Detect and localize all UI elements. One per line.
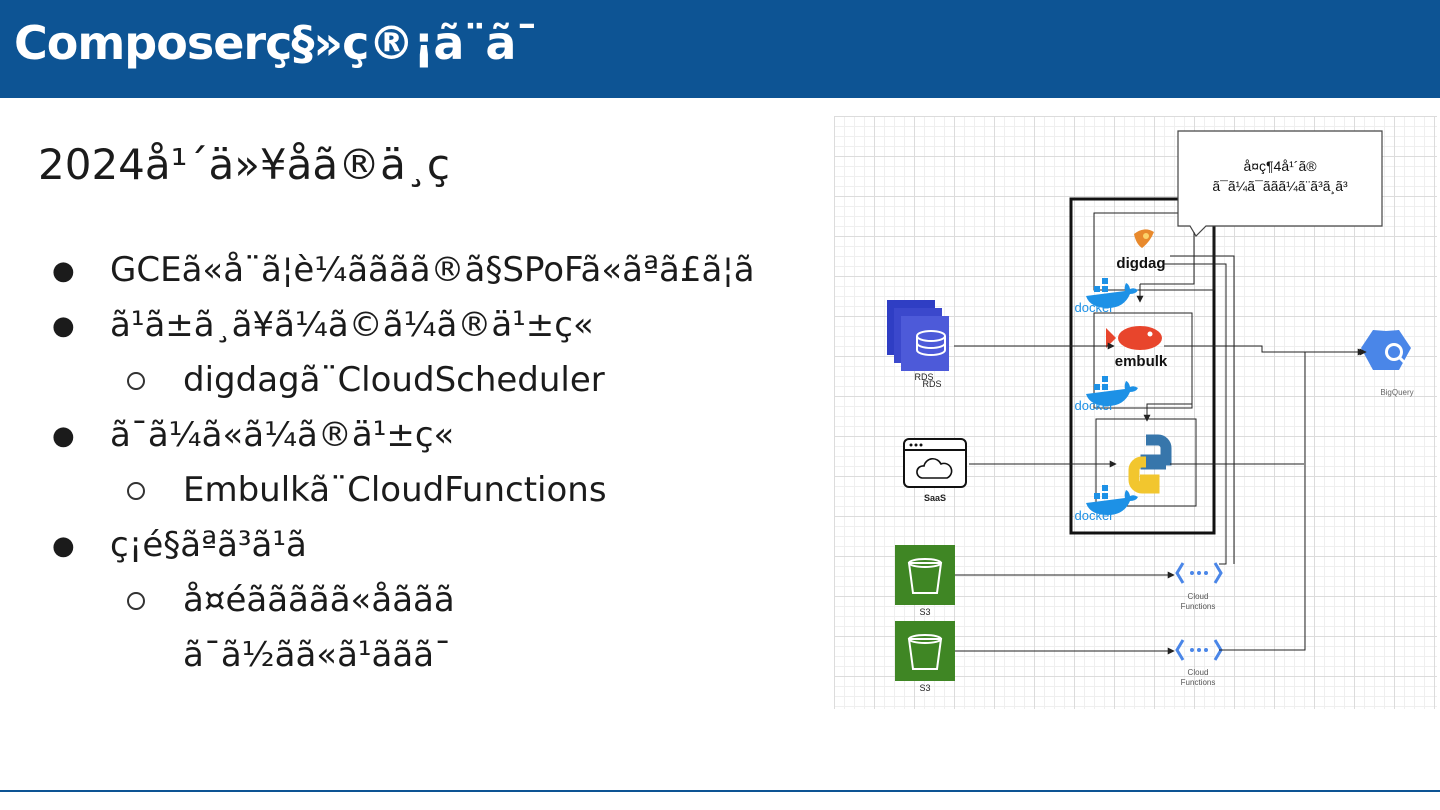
bullet-item: GCEã«å¨ã¦è¼ãããã®ã§SPoFã«ãªã£ã¦ã [110, 250, 755, 290]
sub-bullet-item: Embulkã¨CloudFunctions [183, 470, 607, 510]
docker-label: docker [1074, 398, 1114, 413]
rds-icon [887, 300, 949, 371]
sub-bullet-item: digdagã¨CloudScheduler [183, 360, 605, 400]
s3-label: S3 [919, 607, 930, 617]
sub-bullet-ring [127, 482, 145, 500]
bullet-dot: ● [52, 531, 75, 561]
footer-divider [0, 790, 1440, 792]
bullet-dot: ● [52, 256, 75, 286]
docker-label: docker [1074, 300, 1114, 315]
docker-icon [1086, 485, 1138, 515]
digdag-label: digdag [1116, 255, 1165, 272]
embulk-label: embulk [1115, 353, 1168, 370]
bullet-dot: ● [52, 421, 75, 451]
architecture-diagram: å¤ç¶4å¹´ã® ã¯ã¼ã¯ãã­ã¼ã¨ã³ã¸ã³ digdag em… [834, 116, 1437, 709]
callout: å¤ç¶4å¹´ã® ã¯ã¼ã¯ãã­ã¼ã¨ã³ã¸ã³ [1177, 130, 1383, 237]
callout-line2: ã¯ã¼ã¯ãã­ã¼ã¨ã³ã¸ã³ [1212, 178, 1348, 194]
s3-bucket-icon [895, 621, 955, 681]
rds-label: RDS [922, 379, 941, 389]
embulk-container [1093, 312, 1193, 409]
docker-icon [1086, 278, 1138, 308]
rds-label: RDS [914, 372, 933, 382]
bullet-dot: ● [52, 311, 75, 341]
saas-label: SaaS [924, 493, 946, 503]
gce-box [1069, 197, 1216, 535]
cloud-functions-label: Cloud [1188, 592, 1209, 601]
digdag-icon [1134, 229, 1154, 248]
bigquery-icon [1361, 330, 1411, 370]
s3-bucket-icon [895, 545, 955, 605]
connectors [954, 232, 1367, 655]
s3-label: S3 [919, 683, 930, 693]
python-icon [1128, 434, 1172, 494]
bullet-item: ç¡é§ãªã³ã¹ã [110, 525, 307, 565]
sub-bullet-ring [127, 592, 145, 610]
cloud-functions-label: Functions [1181, 602, 1216, 611]
saas-icon [903, 438, 967, 488]
title-bar: Composerç§»ç®¡ã¨ã¯ [0, 0, 1440, 98]
sub-bullet-ring [127, 372, 145, 390]
embulk-icon [1106, 326, 1162, 350]
callout-line1: å¤ç¶4å¹´ã® [1243, 158, 1317, 174]
docker-icon [1086, 376, 1138, 406]
cloud-functions-icon [1175, 639, 1223, 661]
cloud-functions-icon [1175, 562, 1223, 584]
sub-bullet-item-continued: ã¯ã½ãã«ã¹ããã¯ [183, 635, 452, 675]
bullet-item: ã¯ã¼ã«ã¼ã®ä¹±ç« [110, 415, 455, 455]
bigquery-label: BigQuery [1380, 388, 1413, 397]
bullet-item: ã¹ã±ã¸ã¥ã¼ã©ã¼ã®ä¹±ç« [110, 305, 594, 345]
sub-bullet-item: å¤éããããã«åããã [183, 580, 455, 620]
diagram-svg: å¤ç¶4å¹´ã® ã¯ã¼ã¯ãã­ã¼ã¨ã³ã¸ã³ digdag em… [887, 130, 1414, 693]
digdag-container [1093, 212, 1215, 291]
cloud-functions-label: Cloud [1188, 668, 1209, 677]
cloud-functions-label: Functions [1181, 678, 1216, 687]
slide-title: Composerç§»ç®¡ã¨ã¯ [14, 16, 538, 70]
docker-label: docker [1074, 508, 1114, 523]
slide-subtitle: 2024å¹´ä»¥åã®ä¸ç [38, 140, 450, 189]
